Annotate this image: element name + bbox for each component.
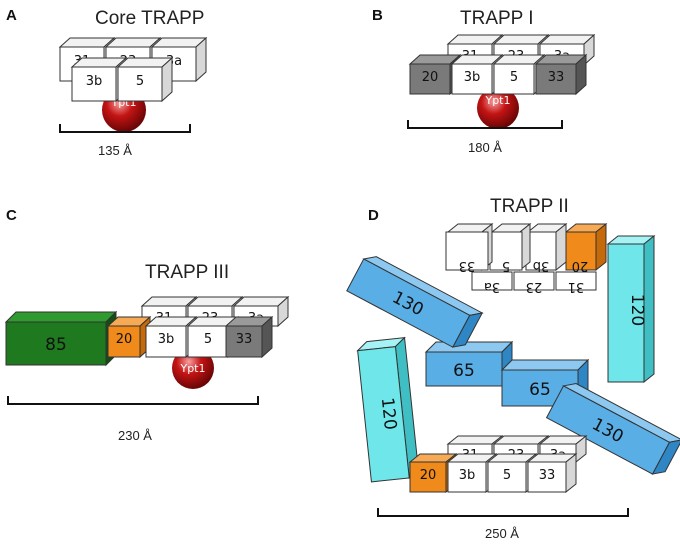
- panel-b: B TRAPP I 31 23 3a Ypt1 20: [372, 7, 596, 155]
- subunit-20-cube: 20: [564, 222, 608, 273]
- panel-d-title: TRAPP II: [490, 196, 569, 217]
- subunit-120-label: 120: [627, 294, 647, 326]
- panel-d-measure: 250 Å: [485, 526, 519, 541]
- subunit-85-label: 85: [45, 335, 67, 355]
- subunit-5-label: 5: [510, 70, 518, 85]
- ypt1-sphere: Ypt1: [477, 87, 519, 129]
- scale-bracket: [59, 124, 191, 133]
- subunit-31-cube: 31: [555, 271, 597, 294]
- subunit-33-cube: 33: [224, 315, 274, 359]
- subunit-130-block-bottom: 130: [545, 383, 680, 475]
- subunit-33-label: 33: [548, 70, 565, 85]
- subunit-20-label: 20: [422, 70, 439, 85]
- subunit-5-cube: 5: [489, 222, 532, 273]
- subunit-20-label: 20: [116, 332, 133, 347]
- scale-bracket: [407, 120, 563, 129]
- subunit-85-block: 85: [4, 310, 118, 367]
- subunit-5-label: 5: [136, 74, 144, 89]
- subunit-120-label: 120: [377, 397, 400, 431]
- subunit-3b-label: 3b: [464, 70, 481, 85]
- subunit-65-block-left: 65: [424, 340, 514, 388]
- subunit-23-cube: 23: [513, 271, 555, 294]
- subunit-5-cube: 5: [116, 56, 174, 103]
- inverted-core-top: 31 23 3a 20 3b: [445, 222, 608, 294]
- subunit-33-cube: 33: [445, 222, 494, 273]
- panel-b-measure: 180 Å: [468, 140, 502, 155]
- panel-c-title: TRAPP III: [145, 262, 229, 283]
- panel-b-title: TRAPP I: [460, 8, 534, 29]
- subunit-3b-label: 3b: [86, 74, 103, 89]
- subunit-120-block-right: 120: [606, 234, 656, 384]
- panel-a-letter: A: [6, 7, 17, 24]
- subunit-33-cube: 33: [526, 452, 578, 494]
- subunit-31-label: 31: [568, 279, 585, 294]
- subunit-3a-cube: 3a: [471, 271, 513, 294]
- panel-c-letter: C: [6, 207, 17, 224]
- panel-a-measure: 135 Å: [98, 143, 132, 158]
- scale-bracket: [377, 508, 629, 517]
- subunit-5-label: 5: [204, 332, 212, 347]
- panel-d: D TRAPP II 31 23 3a 20: [346, 196, 680, 541]
- subunit-120-block-left: 120: [356, 336, 419, 483]
- subunit-20-label: 20: [420, 468, 437, 483]
- subunit-3b-label: 3b: [158, 332, 175, 347]
- subunit-33-label: 33: [236, 332, 253, 347]
- subunit-20-label: 20: [572, 258, 589, 273]
- subunit-33-label: 33: [539, 468, 556, 483]
- subunit-3b-label: 3b: [533, 258, 550, 273]
- subunit-130-block-top: 130: [346, 256, 484, 348]
- ypt1-label: Ypt1: [484, 94, 510, 107]
- panel-c-measure: 230 Å: [118, 428, 152, 443]
- panel-b-letter: B: [372, 7, 383, 24]
- subunit-33-label: 33: [459, 258, 476, 273]
- panel-a-title: Core TRAPP: [95, 8, 204, 29]
- panel-c: C TRAPP III 31 23 3a 85: [4, 207, 290, 443]
- subunit-3b-label: 3b: [459, 468, 476, 483]
- panel-d-letter: D: [368, 207, 379, 224]
- subunit-5-label: 5: [502, 258, 510, 273]
- subunit-5-label: 5: [503, 468, 511, 483]
- ypt1-label: Ypt1: [179, 362, 205, 375]
- subunit-33-cube: 33: [534, 53, 588, 96]
- scale-bracket: [7, 396, 259, 405]
- subunit-3a-label: 3a: [484, 279, 500, 294]
- subunit-65-label: 65: [453, 361, 475, 381]
- panel-a: A Core TRAPP 31 23 3a Ypt1: [6, 7, 208, 158]
- subunit-20-cube: 20: [106, 315, 152, 359]
- subunit-3b-cube: 3b: [525, 222, 568, 273]
- subunit-23-label: 23: [526, 279, 543, 294]
- subunit-65-label: 65: [529, 380, 551, 400]
